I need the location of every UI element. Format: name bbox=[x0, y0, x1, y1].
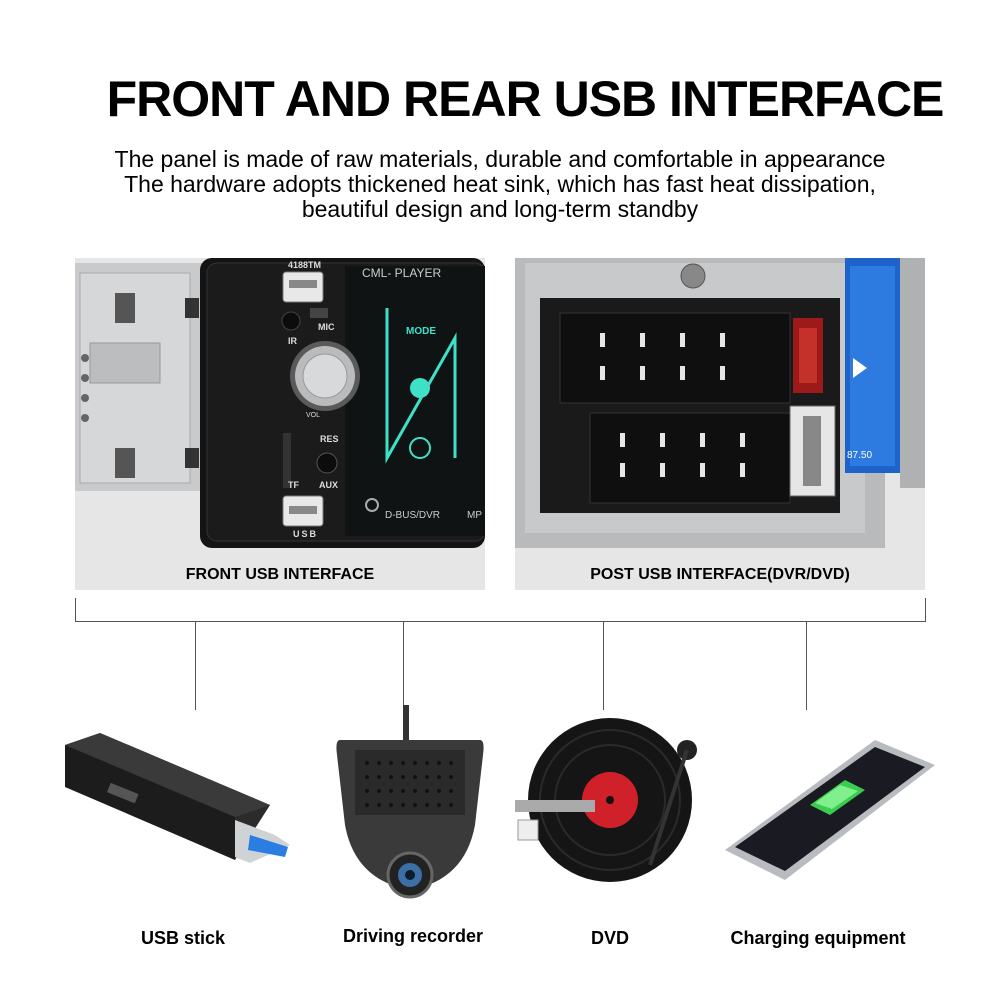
connector-line-usb-stick bbox=[195, 622, 196, 710]
car-radio-front-illustration bbox=[75, 258, 485, 590]
bracket-left-edge bbox=[75, 598, 76, 622]
description-line-2: The hardware adopts thickened heat sink,… bbox=[124, 171, 876, 197]
dbus-dvr-label: D-BUS/DVR bbox=[385, 510, 441, 521]
page-title: FRONT AND REAR USB INTERFACE bbox=[106, 71, 945, 127]
rear-usb-caption: POST USB INTERFACE(DVR/DVD) bbox=[590, 566, 850, 583]
car-radio-rear-illustration bbox=[515, 258, 925, 590]
tf-label: TF bbox=[288, 480, 299, 490]
aux-label: AUX bbox=[319, 480, 339, 490]
ir-label: IR bbox=[288, 336, 297, 346]
device-label-usb-stick: USB stick bbox=[140, 928, 226, 948]
description-line-1: The panel is made of raw materials, dura… bbox=[114, 146, 886, 172]
mode-label: MODE bbox=[406, 326, 436, 337]
dash-camera-icon bbox=[336, 705, 484, 899]
connector-line-driving-recorder bbox=[403, 622, 404, 710]
screen-frequency: 87.50 bbox=[847, 450, 873, 461]
brand-label: CML- PLAYER bbox=[362, 266, 442, 280]
rear-usb-panel: 87.50 POST USB INTERFACE(DVR/DVD) bbox=[515, 258, 925, 590]
connector-line-dvd bbox=[603, 622, 604, 710]
description-line-3: beautiful design and long-term standby bbox=[301, 196, 699, 222]
device-label-dvd: DVD bbox=[590, 928, 629, 948]
device-label-driving-recorder: Driving recorder bbox=[342, 926, 484, 946]
bracket-horizontal-line bbox=[75, 621, 926, 622]
mp-label: MP bbox=[467, 510, 482, 521]
res-label: RES bbox=[320, 434, 339, 444]
bracket-right-edge bbox=[925, 598, 926, 622]
front-usb-panel: 4188TM CML- PLAYER MIC IR VOL RES TF AUX… bbox=[75, 258, 485, 590]
smartphone-icon bbox=[725, 740, 935, 880]
vol-label: VOL bbox=[306, 412, 321, 419]
front-usb-caption: FRONT USB INTERFACE bbox=[185, 566, 375, 583]
model-label: 4188TM bbox=[288, 260, 322, 270]
device-label-charging: Charging equipment bbox=[730, 928, 906, 948]
usb-label: USB bbox=[293, 529, 319, 539]
mic-label: MIC bbox=[318, 322, 335, 332]
connector-line-charging bbox=[806, 622, 807, 710]
usb-stick-icon bbox=[65, 733, 290, 863]
vinyl-record-icon bbox=[515, 718, 697, 882]
